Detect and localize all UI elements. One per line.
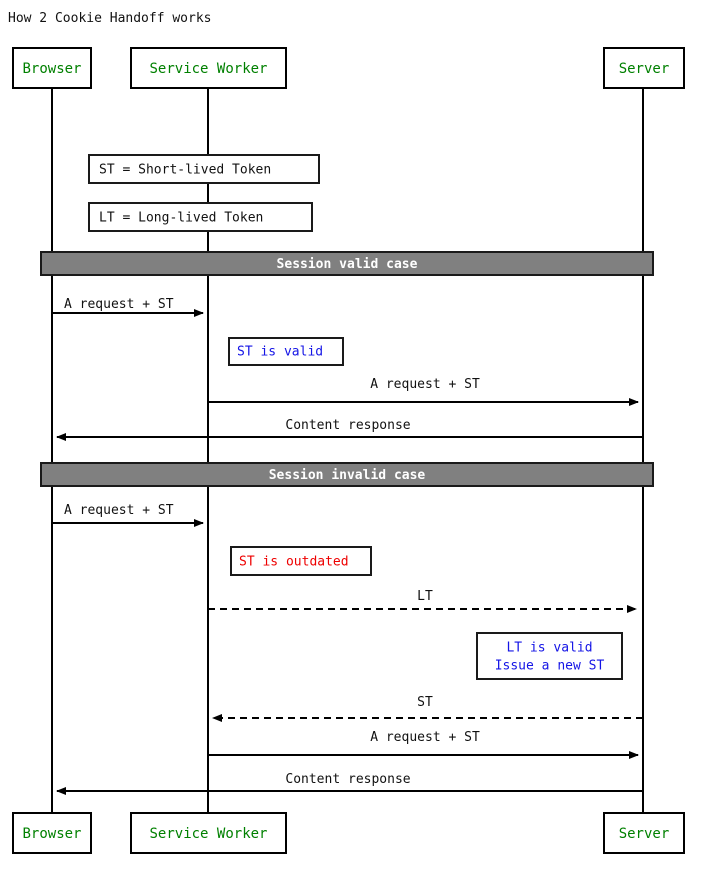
message-service-worker-to-server-lt: LT xyxy=(208,589,637,613)
state-note-lt-valid: LT is valid Issue a new ST xyxy=(476,632,623,680)
legend-note-st: ST = Short-lived Token xyxy=(88,154,320,184)
legend-note-lt: LT = Long-lived Token xyxy=(88,202,313,232)
legend-note-lt-text: LT = Long-lived Token xyxy=(99,211,263,226)
section-label-session-valid: Session valid case xyxy=(277,257,418,272)
message-label-6: ST xyxy=(417,695,433,710)
participant-footer-browser[interactable]: Browser xyxy=(12,812,92,854)
message-server-to-browser-content-2: Content response xyxy=(56,772,643,795)
message-label-3: Content response xyxy=(285,418,410,433)
participant-header-server[interactable]: Server xyxy=(603,47,685,89)
message-label-4: A request + ST xyxy=(64,503,174,518)
state-note-lt-valid-line-2: Issue a new ST xyxy=(495,659,605,674)
legend-note-st-text: ST = Short-lived Token xyxy=(99,163,271,178)
message-server-to-service-worker-st: ST xyxy=(212,695,643,722)
message-label-1: A request + ST xyxy=(64,297,174,312)
participant-footer-label-server: Server xyxy=(619,826,670,842)
state-note-st-valid-text: ST is valid xyxy=(237,345,323,360)
message-browser-to-service-worker-request-1: A request + ST xyxy=(52,297,204,317)
participant-footer-server[interactable]: Server xyxy=(603,812,685,854)
page-title: How 2 Cookie Handoff works xyxy=(8,11,212,26)
message-browser-to-service-worker-request-2: A request + ST xyxy=(52,503,204,527)
section-divider-session-invalid: Session invalid case xyxy=(40,462,654,487)
section-divider-session-valid: Session valid case xyxy=(40,251,654,276)
message-label-2: A request + ST xyxy=(370,377,480,392)
message-service-worker-to-server-request-1: A request + ST xyxy=(208,377,639,406)
participant-footer-label-browser: Browser xyxy=(22,826,81,842)
message-label-5: LT xyxy=(417,589,433,604)
state-note-st-outdated: ST is outdated xyxy=(230,546,372,576)
section-label-session-invalid: Session invalid case xyxy=(269,468,426,483)
message-service-worker-to-server-request-2: A request + ST xyxy=(208,730,639,759)
message-label-7: A request + ST xyxy=(370,730,480,745)
participant-header-service-worker[interactable]: Service Worker xyxy=(130,47,287,89)
participant-footer-label-service-worker: Service Worker xyxy=(149,826,267,842)
participant-label-browser: Browser xyxy=(22,61,81,77)
state-note-st-outdated-text: ST is outdated xyxy=(239,555,349,570)
state-note-st-valid: ST is valid xyxy=(228,337,344,366)
participant-label-server: Server xyxy=(619,61,670,77)
participant-label-service-worker: Service Worker xyxy=(149,61,267,77)
state-note-lt-valid-line-1: LT is valid xyxy=(506,641,592,656)
message-label-8: Content response xyxy=(285,772,410,787)
participant-footer-service-worker[interactable]: Service Worker xyxy=(130,812,287,854)
participant-header-browser[interactable]: Browser xyxy=(12,47,92,89)
message-server-to-browser-content-1: Content response xyxy=(56,418,643,441)
